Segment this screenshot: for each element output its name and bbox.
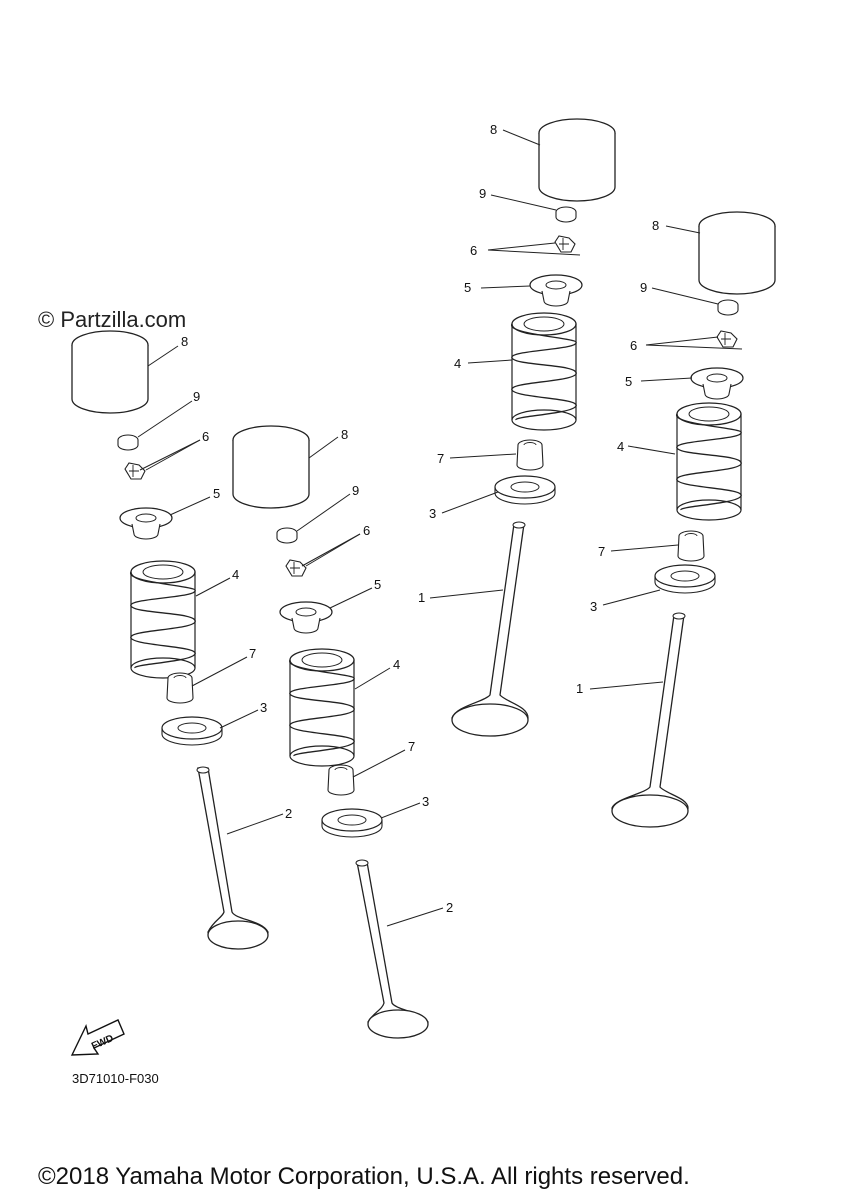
spring-seat-c xyxy=(529,274,583,307)
callout-4: 4 xyxy=(393,657,400,672)
column-d xyxy=(611,211,776,828)
callout-6: 6 xyxy=(202,429,209,444)
valve-1-d xyxy=(611,614,689,823)
callout-8: 8 xyxy=(652,218,659,233)
diagram-code: 3D71010-F030 xyxy=(72,1071,159,1086)
lower-seat-d xyxy=(654,564,716,594)
callout-6: 6 xyxy=(630,338,637,353)
valve-spring-c xyxy=(510,312,577,431)
callout-7: 7 xyxy=(598,544,605,559)
callout-9: 9 xyxy=(640,280,647,295)
callout-3: 3 xyxy=(260,700,267,715)
callout-5: 5 xyxy=(374,577,381,592)
lifter-c xyxy=(538,118,616,202)
callout-numbers: 8 9 6 5 4 7 3 2 8 9 6 5 4 7 3 2 8 9 6 5 … xyxy=(181,122,659,915)
callout-2: 2 xyxy=(446,900,453,915)
cotter-b xyxy=(285,559,307,577)
callout-1: 1 xyxy=(576,681,583,696)
stem-seal-a xyxy=(166,672,194,704)
leader-lines xyxy=(137,129,743,927)
valve-spring-d xyxy=(675,402,742,521)
callout-5: 5 xyxy=(625,374,632,389)
callout-5: 5 xyxy=(464,280,471,295)
shim-pad-b xyxy=(276,527,298,544)
callout-6: 6 xyxy=(363,523,370,538)
callout-8: 8 xyxy=(341,427,348,442)
fwd-arrow-icon: FWD xyxy=(70,1019,125,1056)
spring-seat-d xyxy=(690,367,744,400)
copyright-notice: ©2018 Yamaha Motor Corporation, U.S.A. A… xyxy=(38,1163,690,1190)
cotter-d xyxy=(716,330,738,348)
callout-3: 3 xyxy=(429,506,436,521)
stem-seal-d xyxy=(677,530,705,562)
shim-pad-c xyxy=(555,206,577,223)
cotter-c xyxy=(554,235,576,253)
lower-seat-b xyxy=(321,808,383,838)
callout-5: 5 xyxy=(213,486,220,501)
valve-spring-b xyxy=(288,648,355,767)
callout-2: 2 xyxy=(285,806,292,821)
callout-6: 6 xyxy=(470,243,477,258)
lower-seat-a xyxy=(161,716,223,746)
valve-1-c xyxy=(451,523,529,733)
column-c xyxy=(451,118,616,737)
callout-8: 8 xyxy=(181,334,188,349)
lifter-b xyxy=(232,425,310,509)
lifter-d xyxy=(698,211,776,295)
lifter-a xyxy=(71,330,149,414)
callout-3: 3 xyxy=(590,599,597,614)
watermark: © Partzilla.com xyxy=(38,307,187,332)
callout-7: 7 xyxy=(249,646,256,661)
spring-seat-a xyxy=(119,507,173,540)
callout-1: 1 xyxy=(418,590,425,605)
callout-7: 7 xyxy=(408,739,415,754)
shim-pad-d xyxy=(717,299,739,316)
callout-9: 9 xyxy=(479,186,486,201)
callout-8: 8 xyxy=(490,122,497,137)
callout-7: 7 xyxy=(437,451,444,466)
cotter-a xyxy=(124,462,146,480)
shim-pad-a xyxy=(117,434,139,451)
callout-4: 4 xyxy=(454,356,461,371)
callout-4: 4 xyxy=(232,567,239,582)
callout-9: 9 xyxy=(352,483,359,498)
valve-2-a xyxy=(197,767,269,945)
stem-seal-c xyxy=(516,439,544,471)
callout-4: 4 xyxy=(617,439,624,454)
column-a xyxy=(71,330,269,950)
column-b xyxy=(232,425,429,1039)
callout-9: 9 xyxy=(193,389,200,404)
valve-2-b xyxy=(356,861,429,1035)
spring-seat-b xyxy=(279,601,333,634)
lower-seat-c xyxy=(494,475,556,505)
stem-seal-b xyxy=(327,764,355,796)
valve-spring-a xyxy=(129,560,196,679)
callout-3: 3 xyxy=(422,794,429,809)
